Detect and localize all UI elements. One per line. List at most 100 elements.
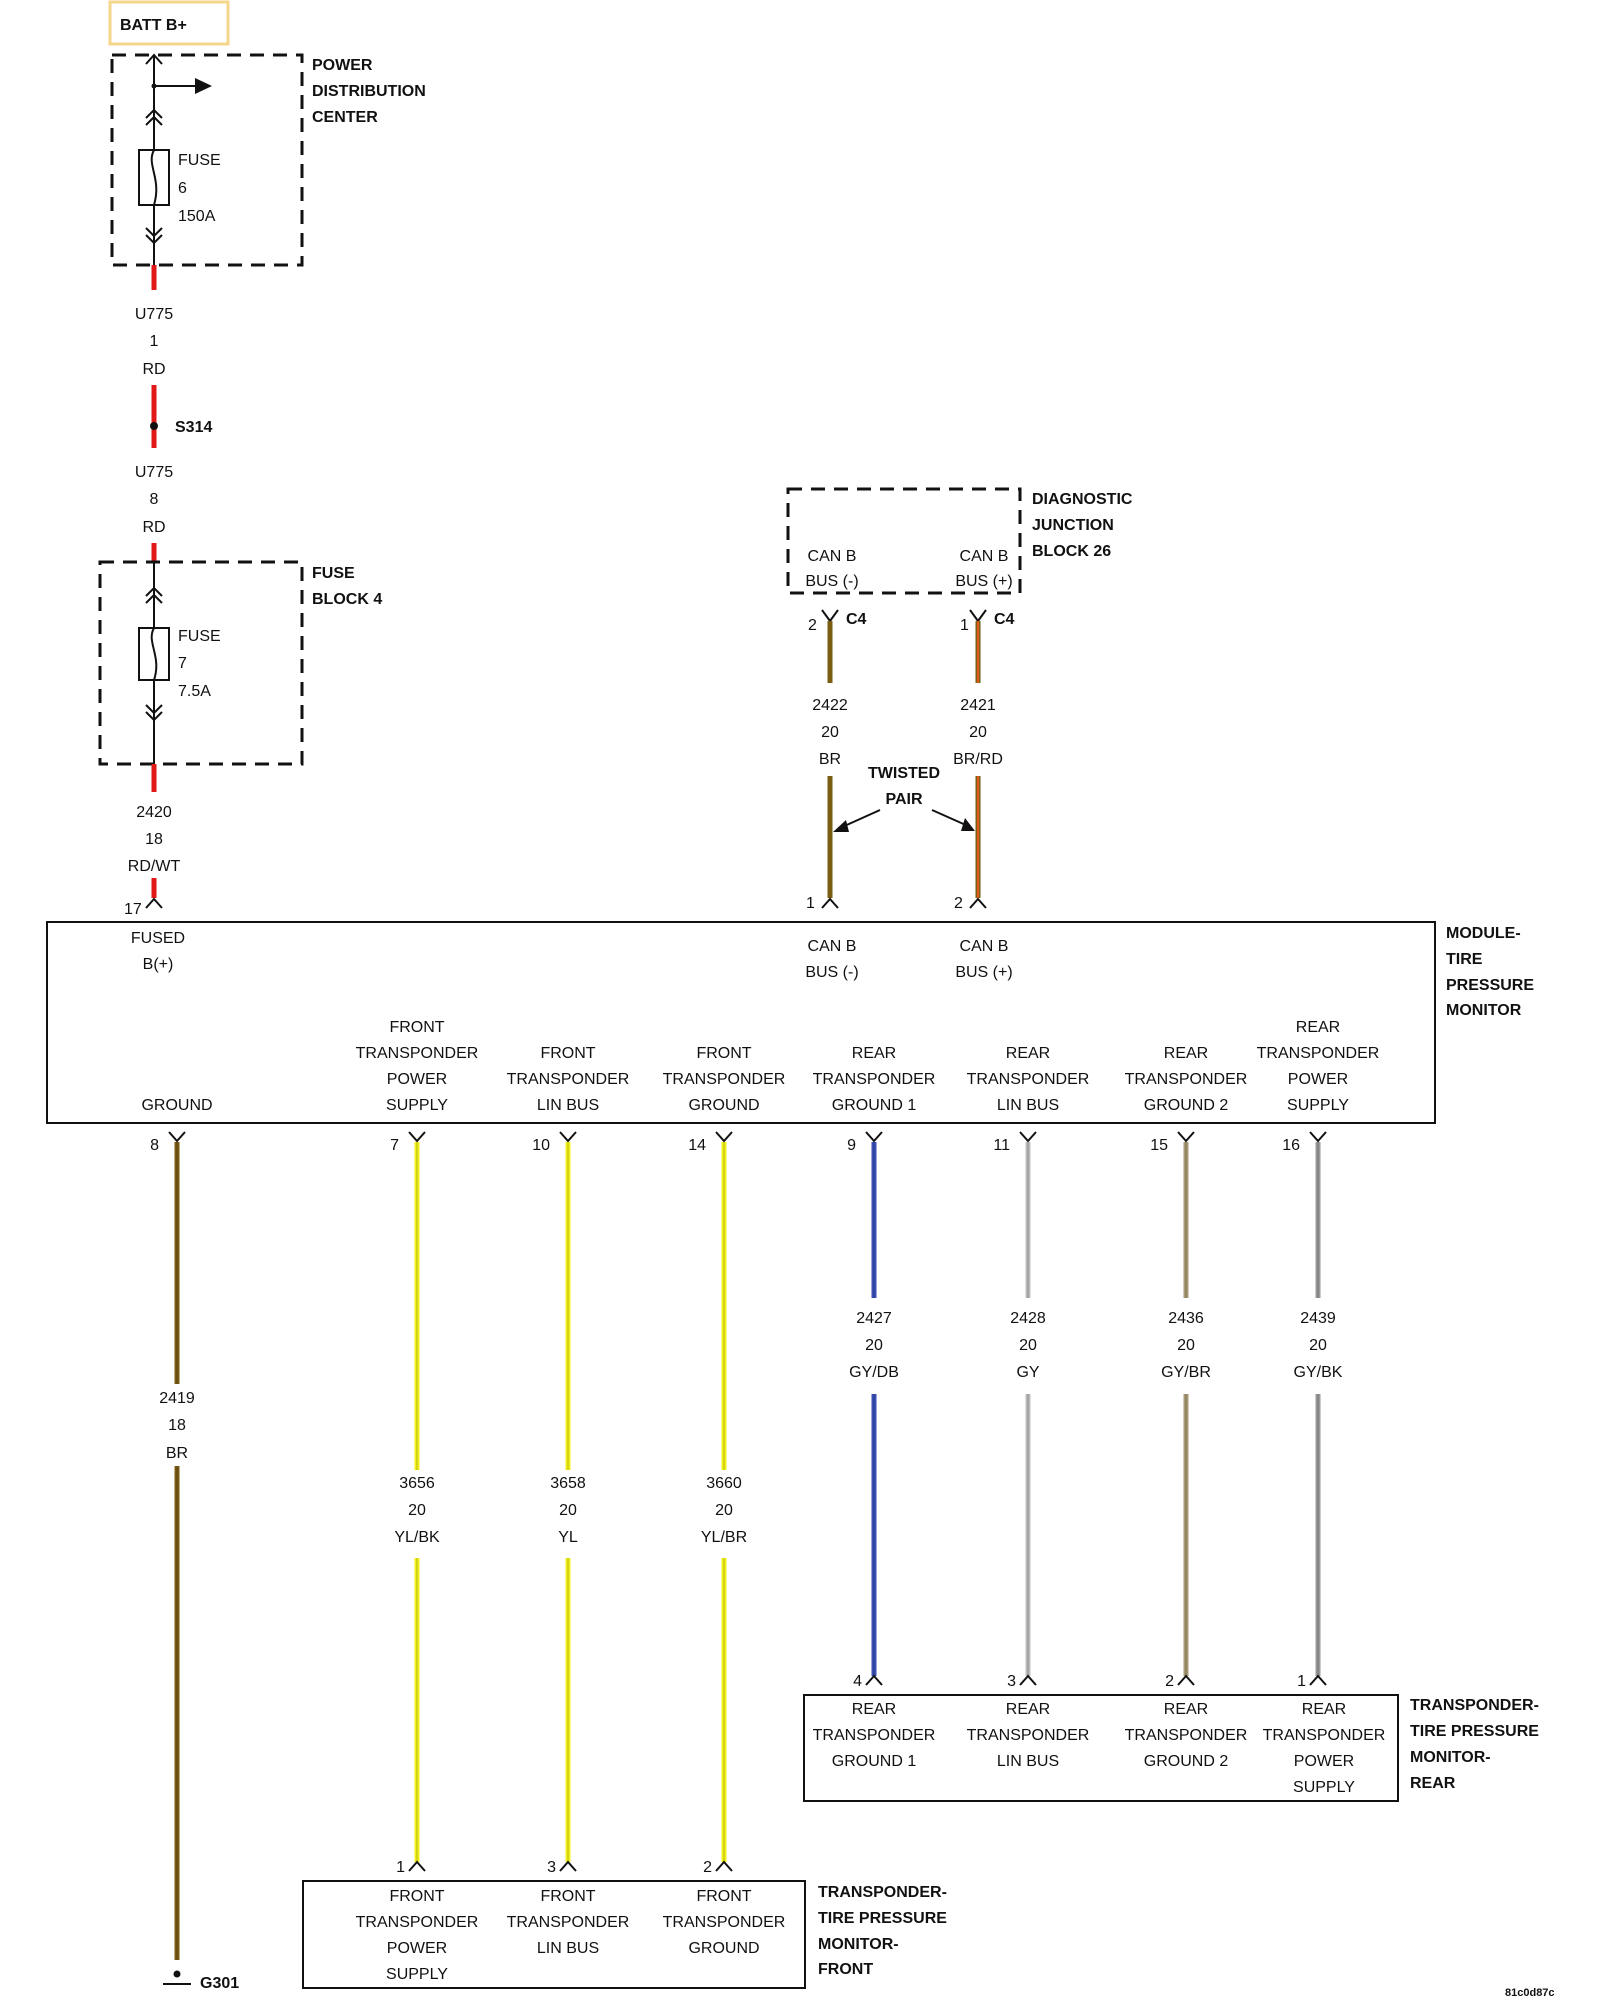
wire-circuit-label: GY/DB xyxy=(849,1364,899,1381)
module-pin-label: GROUND xyxy=(688,1097,759,1114)
module-pin-2-terminal-icon xyxy=(969,897,987,909)
twisted-pair-arrow-right-line xyxy=(931,809,969,827)
fuse-7-rating: 7.5A xyxy=(178,683,211,700)
module-pin-label: GROUND 1 xyxy=(832,1097,917,1114)
twisted-pair-line2: PAIR xyxy=(885,791,922,808)
module-can-plus-line2: BUS (+) xyxy=(955,964,1012,981)
wire-circuit-label: 2419 xyxy=(159,1390,195,1407)
module-pin-label: REAR xyxy=(852,1045,896,1062)
rear-pin-label: GROUND 1 xyxy=(832,1753,917,1770)
module-output-wires: 8241918BR7365620YL/BK10365820YL14366020Y… xyxy=(150,1131,1343,1960)
tpm-module-name-line3: PRESSURE xyxy=(1446,977,1534,994)
module-can-plus-line1: CAN B xyxy=(960,938,1009,955)
djb-name-line2: JUNCTION xyxy=(1032,517,1114,534)
wire-2420-color: RD/WT xyxy=(128,858,181,875)
rear-pin-label: REAR xyxy=(1164,1701,1208,1718)
module-pin-number: 11 xyxy=(993,1137,1010,1154)
rear-transponder-name-line3: MONITOR- xyxy=(1410,1749,1491,1766)
pdc-terminal-icon xyxy=(145,108,163,119)
rear-transponder-name-line1: TRANSPONDER- xyxy=(1410,1697,1539,1714)
rear-pin-number: 4 xyxy=(853,1673,862,1690)
rear-transponder-name-line4: REAR xyxy=(1410,1775,1456,1792)
pdc-terminal-icon-4 xyxy=(145,234,163,245)
module-pin-label: TRANSPONDER xyxy=(663,1071,786,1088)
djb-can-minus-line1: CAN B xyxy=(808,548,857,565)
module-pin-terminal-icon xyxy=(559,1131,577,1143)
wire-circuit-label: 3656 xyxy=(399,1475,435,1492)
fuse-block-name-line1: FUSE xyxy=(312,565,355,582)
pdc-terminal-icon-3 xyxy=(145,227,163,238)
front-pin-number: 3 xyxy=(547,1859,556,1876)
wire-2422-gauge: 20 xyxy=(821,724,839,741)
pdc-dashed-border xyxy=(110,53,304,267)
fused-b-label-line2: B(+) xyxy=(143,956,174,973)
module-pin-1-terminal-icon xyxy=(821,897,839,909)
djb-dashed-border xyxy=(786,487,1022,595)
rear-pin-terminal-icon xyxy=(1177,1674,1195,1686)
djb-can-plus-line2: BUS (+) xyxy=(955,573,1012,590)
rear-pin-terminal-icon xyxy=(1309,1674,1327,1686)
djb-name-line1: DIAGNOSTIC xyxy=(1032,491,1133,508)
fuse-6-rating: 150A xyxy=(178,208,216,225)
splice-label: S314 xyxy=(175,419,212,436)
module-bottom-pin-labels: GROUNDFRONTTRANSPONDERPOWERSUPPLYFRONTTR… xyxy=(141,1019,1379,1114)
module-pin-label: GROUND 2 xyxy=(1144,1097,1229,1114)
wire-circuit-label: 2427 xyxy=(856,1310,892,1327)
wire-circuit-label: 20 xyxy=(408,1502,426,1519)
wire-u775-8-color: RD xyxy=(142,519,165,536)
module-pin-label: FRONT xyxy=(540,1045,595,1062)
rear-pin-label: REAR xyxy=(852,1701,896,1718)
wire-circuit-label: GY/BK xyxy=(1294,1364,1343,1381)
fuse-7-element-icon xyxy=(150,627,158,681)
rear-pin-terminal-icon xyxy=(865,1674,883,1686)
tire-pressure-monitor-module: MODULE- TIRE PRESSURE MONITOR FUSED B(+)… xyxy=(46,921,1534,1124)
wire-circuit-label: 20 xyxy=(1019,1337,1037,1354)
fuse-6-label: FUSE xyxy=(178,152,221,169)
djb-pin-1-terminal-icon xyxy=(969,609,987,623)
module-pin-number: 10 xyxy=(532,1137,550,1154)
rear-pin-label: TRANSPONDER xyxy=(967,1727,1090,1744)
battery-label: BATT B+ xyxy=(120,17,187,34)
battery-box-frame xyxy=(108,0,230,46)
wire-circuit-label: GY xyxy=(1016,1364,1039,1381)
fused-b-label-line1: FUSED xyxy=(131,930,185,947)
module-pin-label: TRANSPONDER xyxy=(967,1071,1090,1088)
wire-circuit-label: 20 xyxy=(865,1337,883,1354)
module-can-minus-line1: CAN B xyxy=(808,938,857,955)
module-pin-label: LIN BUS xyxy=(537,1097,599,1114)
module-pin-label: REAR xyxy=(1006,1045,1050,1062)
wire-circuit-label: 3658 xyxy=(550,1475,586,1492)
module-pin-terminal-icon xyxy=(1309,1131,1327,1143)
module-pin-label: GROUND xyxy=(141,1097,212,1114)
pdc-branch-arrow-icon xyxy=(195,78,212,94)
front-pin-label: FRONT xyxy=(540,1888,595,1905)
rear-pin-label: LIN BUS xyxy=(997,1753,1059,1770)
tpm-module-name-line4: MONITOR xyxy=(1446,1002,1522,1019)
module-pin-label: FRONT xyxy=(696,1045,751,1062)
twisted-pair-arrow-left-icon xyxy=(833,820,849,832)
module-pin-label: POWER xyxy=(1288,1071,1348,1088)
rear-pin-number: 3 xyxy=(1007,1673,1016,1690)
front-pin-label: LIN BUS xyxy=(537,1940,599,1957)
djb-can-plus-line1: CAN B xyxy=(960,548,1009,565)
wire-circuit-label: 2428 xyxy=(1010,1310,1046,1327)
rear-pin-label: REAR xyxy=(1006,1701,1050,1718)
module-pin-number: 8 xyxy=(150,1137,159,1154)
pdc-name-line1: POWER xyxy=(312,57,373,74)
module-pin-terminal-icon xyxy=(1177,1131,1195,1143)
fuse-block-4: FUSE BLOCK 4 FUSE 7 7.5A xyxy=(98,560,382,766)
rear-pin-number: 2 xyxy=(1165,1673,1174,1690)
pdc-node-dot xyxy=(151,83,157,89)
module-pin-terminal-icon xyxy=(1019,1131,1037,1143)
wire-u775-8-circuit: U775 xyxy=(135,464,173,481)
wire-circuit-label: 20 xyxy=(1177,1337,1195,1354)
fuse-block-terminal-icon-3 xyxy=(145,704,163,715)
rear-pin-label: REAR xyxy=(1302,1701,1346,1718)
module-pin-2: 2 xyxy=(954,895,963,912)
